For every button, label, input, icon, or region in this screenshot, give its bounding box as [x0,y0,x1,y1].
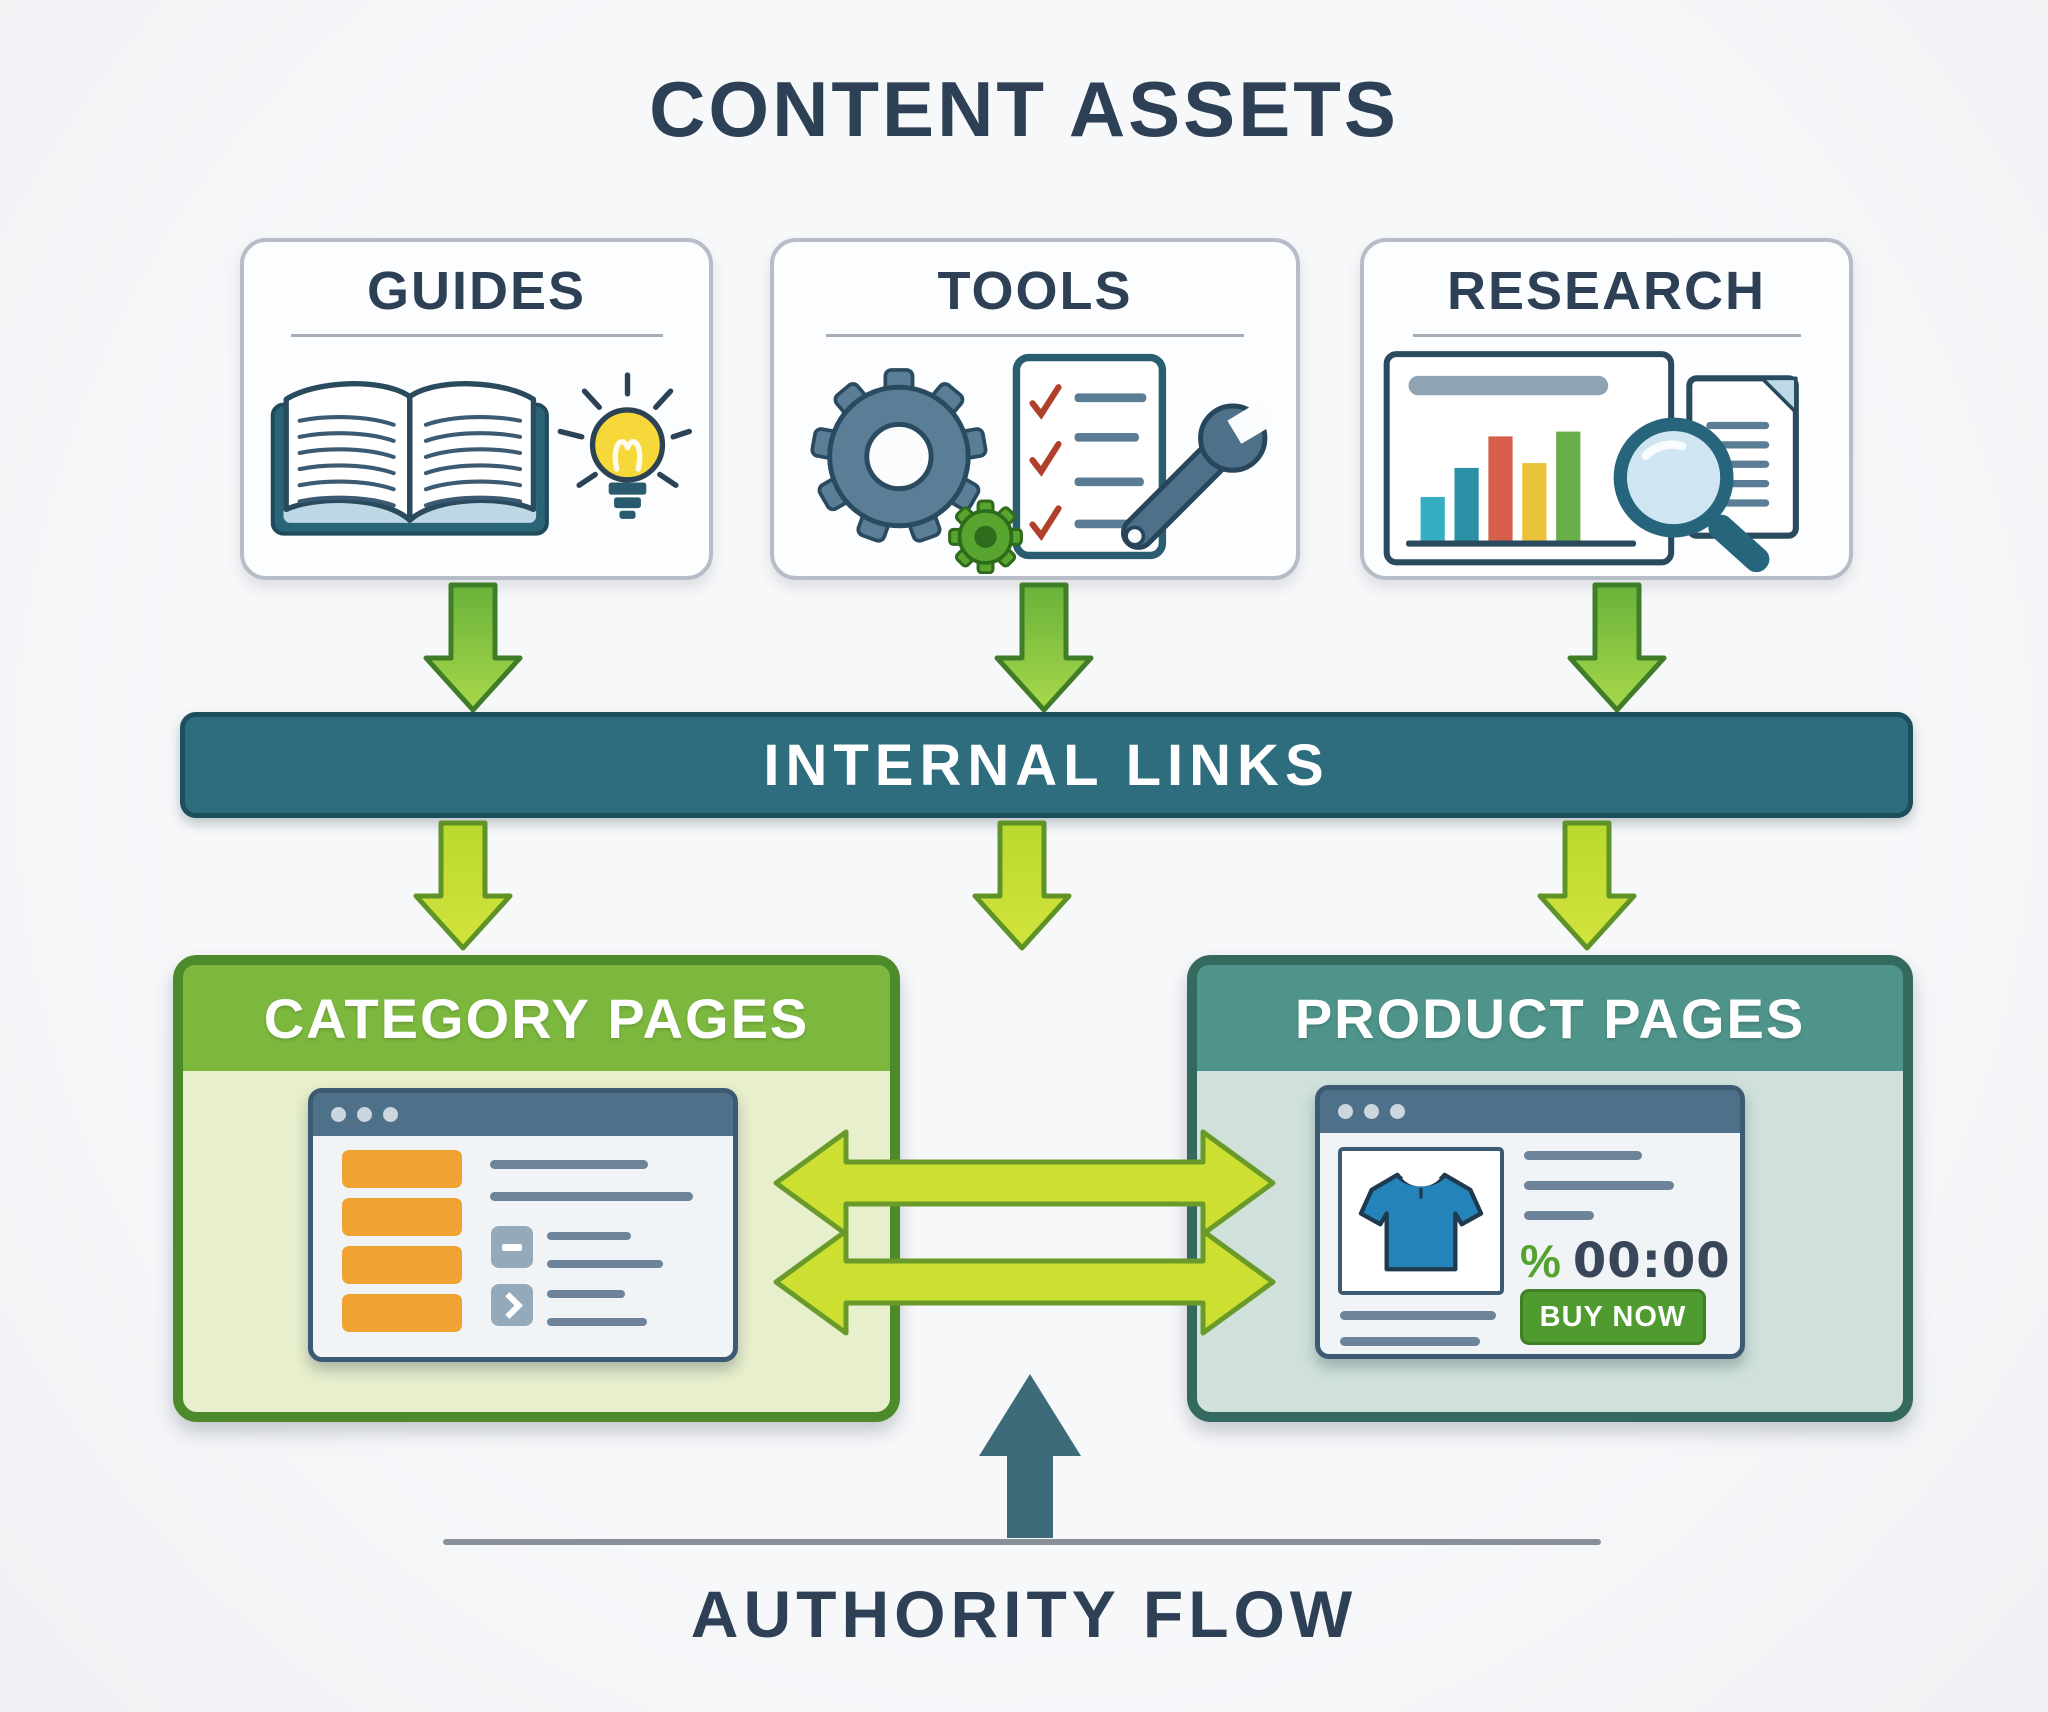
card-research-title: RESEARCH [1446,261,1767,321]
window-dot-icon [1390,1104,1405,1119]
collapse-icon [491,1226,533,1268]
gear-icon [810,368,988,543]
double-arrow-top [773,1129,1276,1237]
magnifier-icon [1613,417,1769,572]
card-guides: GUIDES [240,238,713,580]
text-line [547,1290,625,1298]
minus-glyph-icon [502,1243,522,1251]
internal-links-label: INTERNAL LINKS [763,732,1330,798]
chevron-right-glyph-icon [496,1291,523,1319]
expand-icon [491,1284,533,1326]
down-arrow-research [1567,582,1667,713]
window-dot-icon [357,1107,372,1122]
down-arrow-to-category [413,820,513,951]
authority-baseline [443,1539,1601,1545]
category-list-item [342,1198,462,1236]
category-pages-header: CATEGORY PAGES [183,965,890,1071]
text-line [1340,1337,1480,1346]
product-browser-mockup: % 00:00 BUY NOW [1315,1085,1745,1359]
text-line [1524,1211,1594,1220]
category-pages-title: CATEGORY PAGES [263,986,810,1050]
category-list-item [342,1150,462,1188]
buy-now-button: BUY NOW [1520,1289,1706,1345]
discount-percent-icon: % [1520,1235,1561,1287]
text-line [1340,1311,1496,1320]
down-arrow-to-product [1537,820,1637,951]
open-book-icon [270,380,549,536]
double-arrow-bottom [773,1228,1276,1336]
checklist-icon [1012,353,1167,560]
product-pages-header: PRODUCT PAGES [1197,965,1903,1071]
category-browser-mockup [308,1088,738,1362]
text-line [490,1192,693,1201]
wrench-icon [1120,398,1270,550]
guides-illustration [270,371,692,536]
lightbulb-icon [557,371,692,519]
card-research-iconarea [1364,337,1849,576]
tshirt-icon [1358,1172,1484,1272]
text-line [1524,1181,1674,1190]
down-arrow-guides [423,582,523,713]
category-browser-titlebar [313,1093,733,1136]
card-tools: TOOLS [770,238,1300,580]
promo-row: % 00:00 [1520,1233,1731,1289]
window-dot-icon [383,1107,398,1122]
card-guides-iconarea [244,337,709,576]
card-tools-iconarea [774,337,1296,576]
small-green-gear-icon [948,499,1023,574]
text-line [490,1160,648,1169]
window-dot-icon [331,1107,346,1122]
product-pages-title: PRODUCT PAGES [1294,986,1806,1050]
divider [290,334,663,337]
text-line [1524,1151,1642,1160]
research-illustration [1383,350,1799,572]
authority-up-arrow [979,1374,1081,1538]
text-line [547,1318,647,1326]
buy-now-label: BUY NOW [1539,1300,1687,1333]
divider [826,334,1244,337]
product-image-panel [1338,1147,1504,1295]
page-title: CONTENT ASSETS [649,65,1399,153]
authority-flow-label: AUTHORITY FLOW [690,1577,1358,1651]
countdown-timer: 00:00 [1572,1233,1731,1289]
window-dot-icon [1338,1104,1353,1119]
category-browser-body [313,1136,733,1357]
bar-chart-icon [1383,350,1674,565]
product-browser-titlebar [1320,1090,1740,1133]
card-tools-title: TOOLS [937,261,1133,321]
divider [1412,334,1801,337]
window-dot-icon [1364,1104,1379,1119]
tools-illustration [810,353,1270,574]
card-research: RESEARCH [1360,238,1853,580]
text-line [547,1232,631,1240]
category-list-item [342,1246,462,1284]
category-list-item [342,1294,462,1332]
text-line [547,1260,663,1268]
product-browser-body: % 00:00 BUY NOW [1320,1133,1740,1354]
down-arrow-middle [972,820,1072,951]
internal-links-bar: INTERNAL LINKS [180,712,1913,818]
down-arrow-tools [994,582,1094,713]
card-guides-title: GUIDES [366,261,587,321]
